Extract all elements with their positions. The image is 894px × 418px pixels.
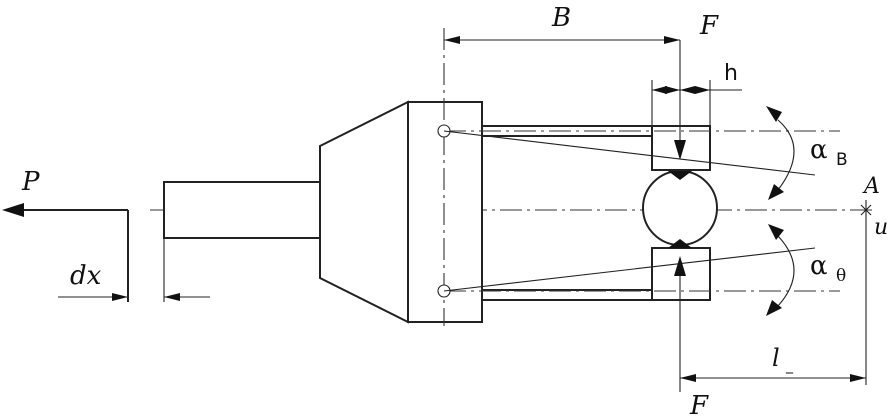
force-p-arrow xyxy=(2,203,129,302)
label-u: u xyxy=(874,215,888,240)
stem xyxy=(163,181,321,239)
force-f-bottom-arrow xyxy=(674,256,686,392)
dim-dx xyxy=(58,238,210,302)
upper-arm xyxy=(482,125,711,171)
ball xyxy=(642,170,718,246)
label-b: B xyxy=(551,3,571,33)
label-f-top: F xyxy=(699,11,719,41)
label-l-sub: _ xyxy=(785,358,794,374)
label-alpha-b-sub: B xyxy=(836,150,848,170)
point-a-cross xyxy=(860,204,872,216)
upper-deflection-line xyxy=(443,130,816,176)
label-alpha-theta-sub: θ xyxy=(836,266,846,286)
force-f-top-arrow xyxy=(674,40,686,160)
label-alpha-b: α xyxy=(810,135,828,165)
label-a: A xyxy=(862,174,880,199)
dim-l xyxy=(680,374,866,382)
lower-deflection-line xyxy=(443,247,816,292)
dim-h xyxy=(651,80,742,126)
label-dx: dx xyxy=(70,261,102,291)
angle-alpha-theta-arc xyxy=(766,224,795,316)
label-p: P xyxy=(21,167,40,197)
dim-b xyxy=(444,36,680,44)
cone-section xyxy=(319,100,409,324)
angle-alpha-b-arc xyxy=(766,106,795,200)
label-alpha-theta: α xyxy=(810,251,828,281)
label-h: h xyxy=(724,61,738,86)
label-f-bottom: F xyxy=(689,391,709,418)
label-l: l xyxy=(772,344,780,372)
